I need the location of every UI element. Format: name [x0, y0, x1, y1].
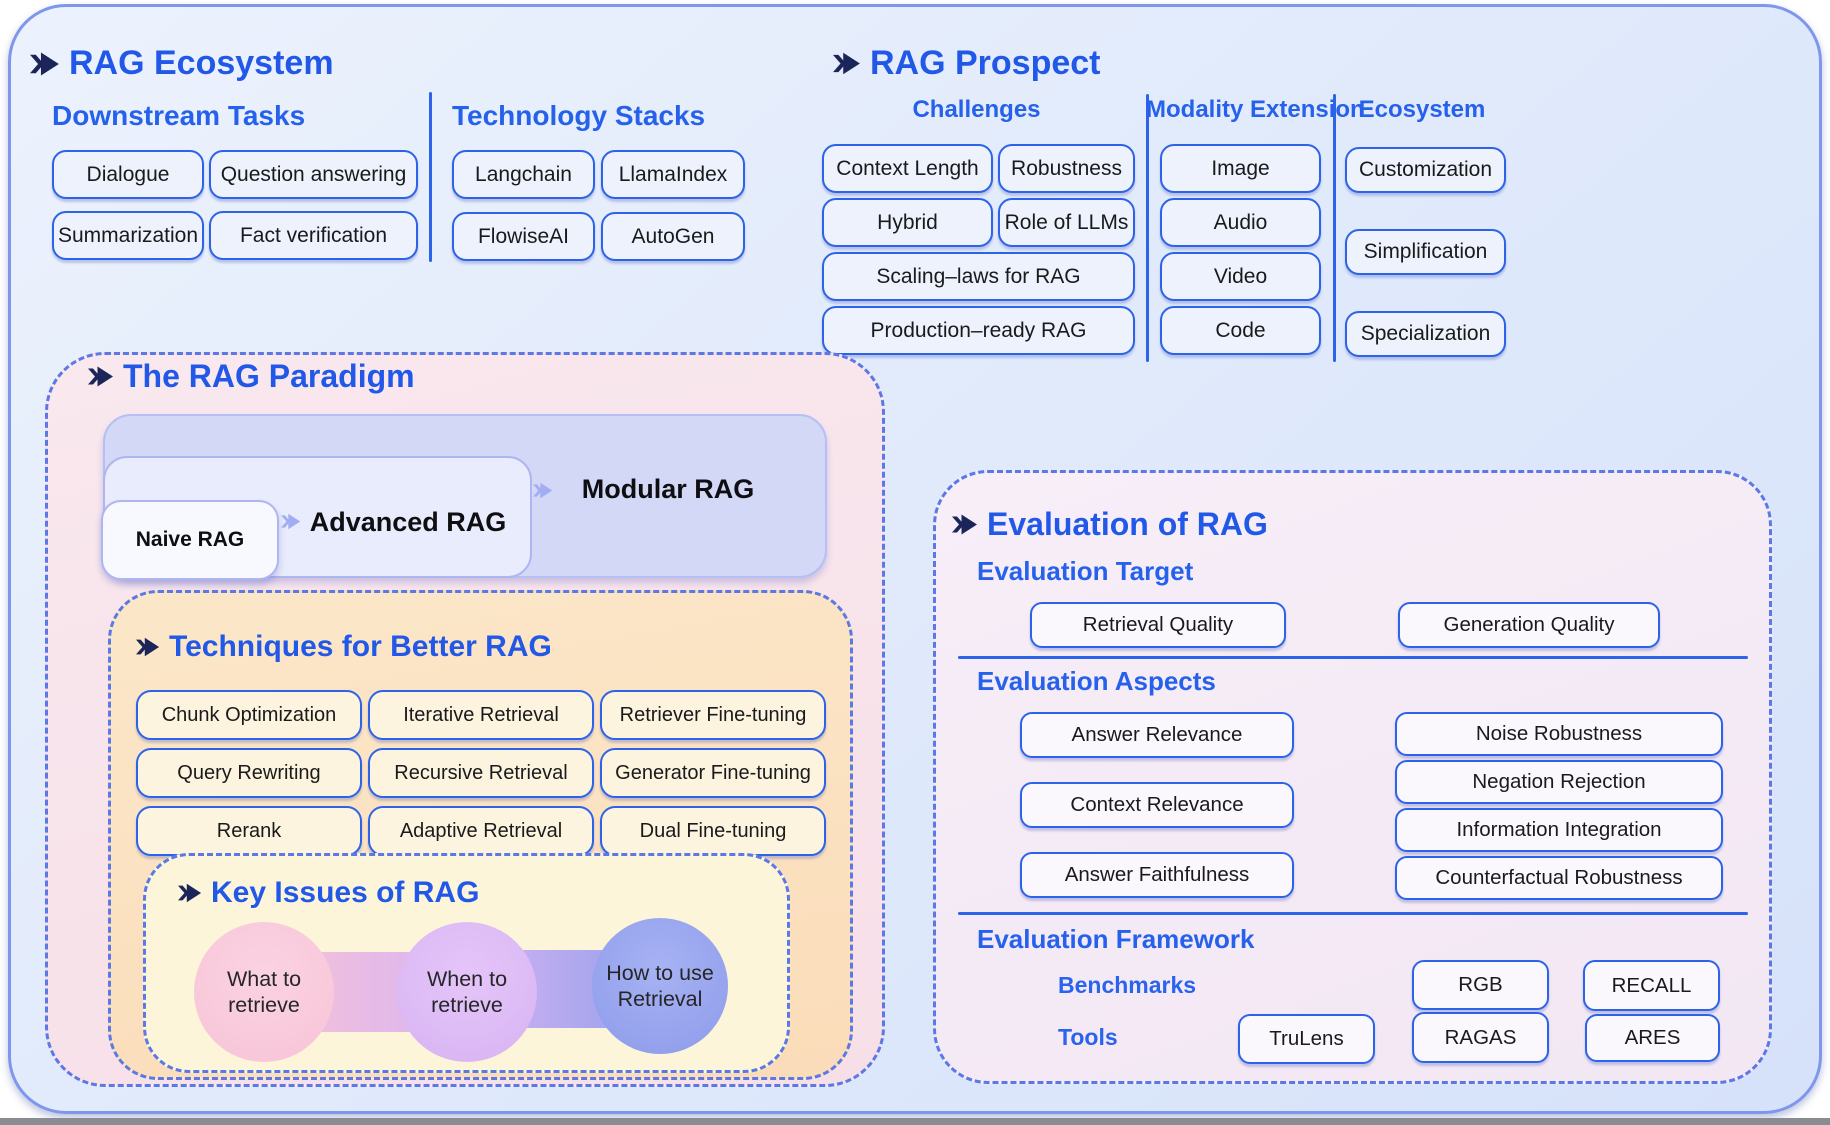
tool-pill: TruLens: [1238, 1014, 1375, 1064]
key-issue-blob-how: How to use Retrieval: [592, 918, 728, 1054]
key-issue-blob-when: When to retrieve: [397, 922, 537, 1062]
stage-arrow-icon: [533, 482, 553, 499]
technique-pill: Dual Fine-tuning: [600, 806, 826, 856]
challenge-pill: Context Length: [822, 144, 993, 193]
technique-pill: Adaptive Retrieval: [368, 806, 594, 856]
evaluation-title: Evaluation of RAG: [952, 506, 1268, 543]
aspect-pill: Information Integration: [1395, 808, 1723, 852]
target-pill: Generation Quality: [1398, 602, 1660, 648]
double-arrow-icon: [88, 366, 113, 387]
modality-pill: Video: [1160, 252, 1321, 301]
rag-paradigm-title: The RAG Paradigm: [88, 358, 415, 395]
rag-ecosystem-title-text: RAG Ecosystem: [69, 44, 334, 82]
technique-pill: Query Rewriting: [136, 748, 362, 798]
benchmarks-label: Benchmarks: [1058, 972, 1197, 998]
technique-pill: Iterative Retrieval: [368, 690, 594, 740]
technology-stacks-heading: Technology Stacks: [452, 100, 706, 131]
aspect-pill: Negation Rejection: [1395, 760, 1723, 804]
double-arrow-icon: [30, 51, 59, 76]
challenges-heading: Challenges: [912, 96, 1041, 123]
rag-prospect-title: RAG Prospect: [833, 44, 1101, 83]
rag-prospect-title-text: RAG Prospect: [870, 44, 1101, 82]
downstream-task-pill: Dialogue: [52, 150, 204, 199]
technique-pill: Chunk Optimization: [136, 690, 362, 740]
modality-pill: Image: [1160, 144, 1321, 193]
challenge-pill: Robustness: [998, 144, 1135, 193]
tools-label: Tools: [1058, 1024, 1118, 1050]
ecosystem-column-divider: [429, 92, 432, 262]
modality-pill: Code: [1160, 306, 1321, 355]
naive-rag-box: Naive RAG: [101, 500, 279, 580]
prospect-column-divider: [1333, 94, 1336, 362]
challenge-pill: Hybrid: [822, 198, 993, 247]
benchmark-pill: RGB: [1412, 960, 1549, 1010]
tech-stack-pill: Langchain: [452, 150, 595, 199]
key-issue-label: What to retrieve: [226, 966, 302, 1017]
technique-pill: Generator Fine-tuning: [600, 748, 826, 798]
double-arrow-icon: [178, 883, 202, 903]
technique-pill: Rerank: [136, 806, 362, 856]
modality-extension-heading: Modality Extension: [1146, 96, 1365, 123]
stage-arrow-icon: [281, 513, 301, 530]
rag-ecosystem-title: RAG Ecosystem: [30, 44, 334, 83]
aspect-pill: Answer Faithfulness: [1020, 852, 1294, 898]
evaluation-target-heading: Evaluation Target: [977, 556, 1194, 586]
key-issues-title: Key Issues of RAG: [178, 876, 479, 910]
challenge-pill: Role of LLMs: [998, 198, 1135, 247]
ecosystem-pill: Specialization: [1345, 311, 1506, 357]
tech-stack-pill: AutoGen: [601, 212, 745, 261]
ecosystem-pill: Simplification: [1345, 229, 1506, 275]
technique-pill: Recursive Retrieval: [368, 748, 594, 798]
aspect-pill: Context Relevance: [1020, 782, 1294, 828]
technique-pill: Retriever Fine-tuning: [600, 690, 826, 740]
modular-rag-label: Modular RAG: [581, 474, 755, 504]
downstream-task-pill: Fact verification: [209, 211, 418, 260]
downstream-tasks-heading: Downstream Tasks: [52, 100, 306, 131]
key-issue-blob-what: What to retrieve: [194, 922, 334, 1062]
evaluation-title-text: Evaluation of RAG: [987, 506, 1268, 542]
double-arrow-icon: [136, 637, 160, 657]
challenge-pill: Production–ready RAG: [822, 306, 1135, 355]
benchmark-pill: RECALL: [1583, 960, 1720, 1011]
techniques-title-text: Techniques for Better RAG: [169, 630, 552, 663]
key-issues-title-text: Key Issues of RAG: [211, 876, 480, 909]
tech-stack-pill: FlowiseAI: [452, 212, 595, 261]
rag-paradigm-title-text: The RAG Paradigm: [123, 358, 415, 394]
tool-pill: RAGAS: [1412, 1012, 1549, 1063]
screenshot-bottom-edge: [0, 1118, 1830, 1125]
evaluation-aspects-heading: Evaluation Aspects: [977, 666, 1216, 696]
aspect-pill: Noise Robustness: [1395, 712, 1723, 756]
evaluation-divider: [958, 912, 1748, 915]
prospect-ecosystem-heading: Ecosystem: [1358, 96, 1486, 123]
techniques-title: Techniques for Better RAG: [136, 630, 552, 664]
key-issue-label: How to use Retrieval: [606, 960, 714, 1011]
aspect-pill: Answer Relevance: [1020, 712, 1294, 758]
tool-pill: ARES: [1585, 1014, 1720, 1062]
modality-pill: Audio: [1160, 198, 1321, 247]
downstream-task-pill: Summarization: [52, 211, 204, 260]
tech-stack-pill: LlamaIndex: [601, 150, 745, 199]
prospect-column-divider: [1146, 94, 1149, 362]
downstream-task-pill: Question answering: [209, 150, 418, 199]
evaluation-framework-heading: Evaluation Framework: [977, 924, 1255, 954]
double-arrow-icon: [833, 52, 860, 75]
ecosystem-pill: Customization: [1345, 147, 1506, 193]
aspect-pill: Counterfactual Robustness: [1395, 856, 1723, 900]
key-issue-label: When to retrieve: [426, 966, 508, 1017]
advanced-rag-label: Advanced RAG: [309, 507, 507, 537]
target-pill: Retrieval Quality: [1030, 602, 1286, 648]
double-arrow-icon: [952, 514, 977, 535]
challenge-pill: Scaling–laws for RAG: [822, 252, 1135, 301]
evaluation-divider: [958, 656, 1748, 659]
